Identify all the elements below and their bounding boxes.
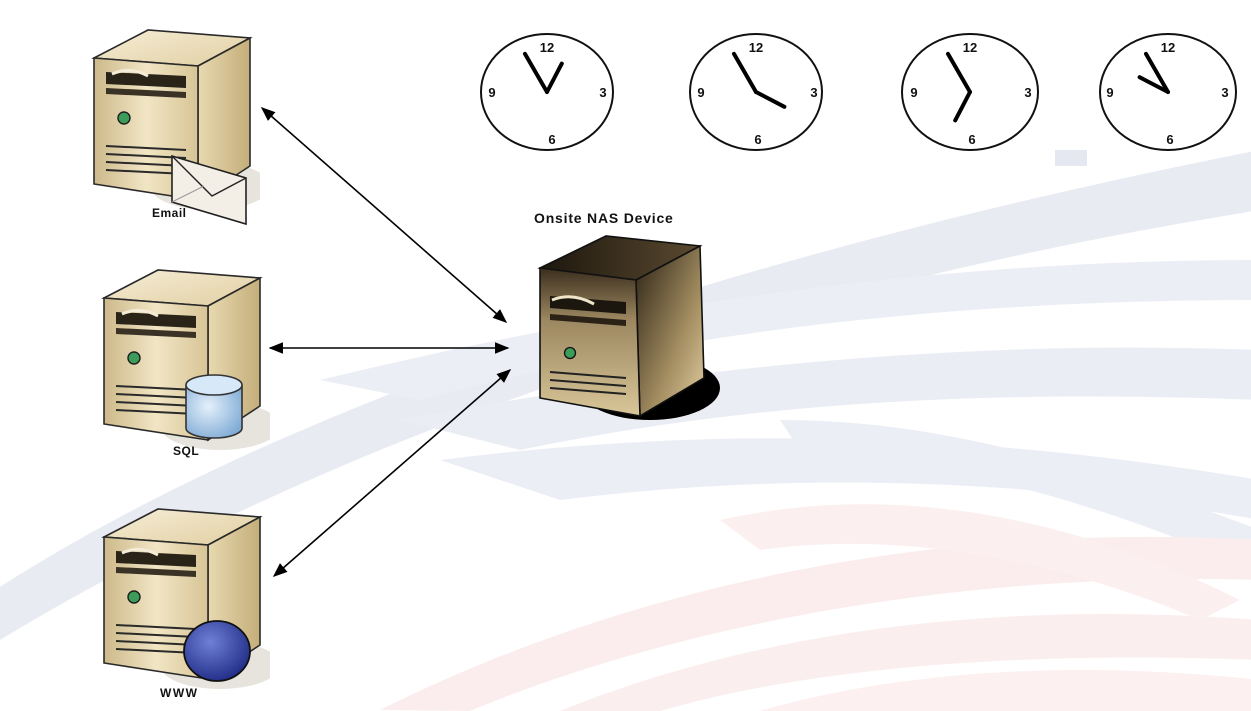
connections bbox=[260, 107, 512, 577]
blue-swoosh bbox=[0, 151, 1251, 640]
clock-numeral-6: 6 bbox=[1166, 132, 1173, 147]
email-server bbox=[92, 28, 260, 226]
clock-numeral-9: 9 bbox=[910, 85, 917, 100]
sql-server bbox=[102, 268, 270, 452]
red-swoosh bbox=[560, 614, 1251, 711]
blue-swoosh bbox=[1055, 150, 1087, 166]
clock-numeral-12: 12 bbox=[963, 40, 977, 55]
clock-numeral-12: 12 bbox=[1161, 40, 1175, 55]
clock-numeral-6: 6 bbox=[548, 132, 555, 147]
envelope-icon bbox=[171, 154, 247, 226]
clock-numeral-3: 3 bbox=[599, 85, 606, 100]
red-swoosh bbox=[380, 536, 1251, 711]
clock-hour-hand bbox=[953, 90, 972, 123]
clock-numeral-3: 3 bbox=[1024, 85, 1031, 100]
clock-minute-hand bbox=[946, 51, 972, 94]
blue-swoosh bbox=[400, 347, 1251, 450]
clock: 12 3 6 9 bbox=[1099, 33, 1237, 151]
globe-icon bbox=[183, 620, 251, 682]
clock-minute-hand bbox=[1144, 51, 1170, 94]
clock-numeral-6: 6 bbox=[754, 132, 761, 147]
clock-hour-hand bbox=[545, 61, 564, 94]
clock-numeral-3: 3 bbox=[1221, 85, 1228, 100]
clock-numeral-12: 12 bbox=[540, 40, 554, 55]
clock: 12 3 6 9 bbox=[480, 33, 614, 151]
www-nas-arrow bbox=[272, 369, 512, 577]
clock-numeral-9: 9 bbox=[697, 85, 704, 100]
clock-numeral-3: 3 bbox=[810, 85, 817, 100]
blue-swoosh bbox=[440, 438, 1251, 519]
red-swoosh bbox=[720, 504, 1240, 620]
clock-numeral-9: 9 bbox=[488, 85, 495, 100]
email-nas-arrow bbox=[260, 107, 508, 323]
nas-device-label: Onsite NAS Device bbox=[534, 210, 674, 226]
blue-swoosh bbox=[780, 420, 1251, 560]
clock-numeral-12: 12 bbox=[749, 40, 763, 55]
clock: 12 3 6 9 bbox=[689, 33, 823, 151]
clock-row: 12 3 6 9 12 3 6 9 12 3 6 9 12 bbox=[480, 33, 1237, 151]
clock-numeral-6: 6 bbox=[968, 132, 975, 147]
clock-minute-hand bbox=[732, 51, 758, 94]
www-server-label: WWW bbox=[160, 686, 199, 700]
clock-hour-hand bbox=[754, 90, 787, 109]
email-server-label: Email bbox=[152, 206, 187, 220]
sql-server-label: SQL bbox=[173, 444, 200, 458]
clock-numeral-9: 9 bbox=[1106, 85, 1113, 100]
www-server bbox=[102, 507, 270, 691]
clock-minute-hand bbox=[523, 51, 549, 94]
red-swoosh bbox=[760, 670, 1251, 711]
clock: 12 3 6 9 bbox=[901, 33, 1039, 151]
database-icon bbox=[185, 374, 243, 439]
nas-device bbox=[537, 235, 720, 420]
clock-hour-hand bbox=[1137, 75, 1170, 94]
